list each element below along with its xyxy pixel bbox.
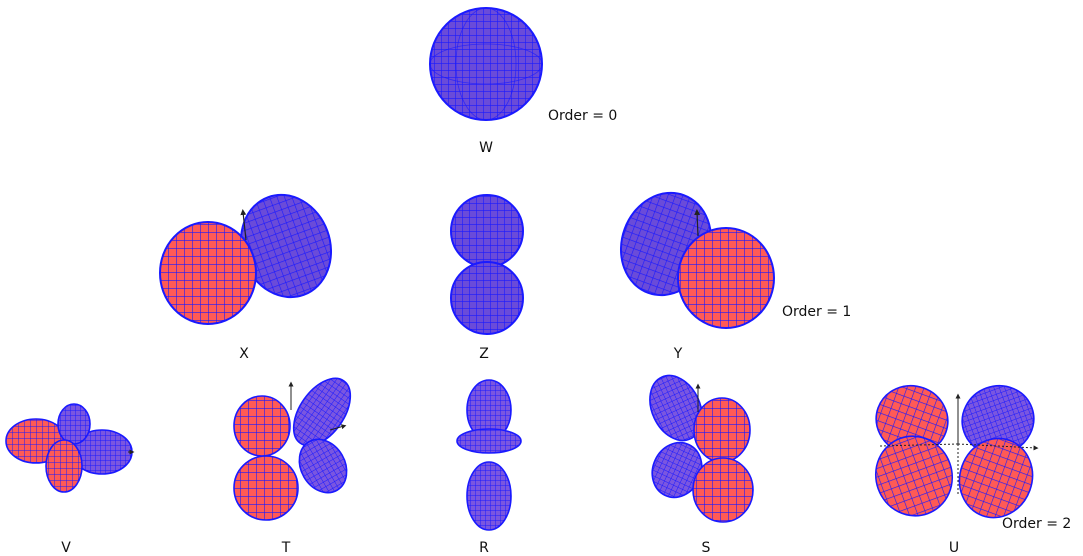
y-lobe-front xyxy=(678,228,774,328)
harmonic-v xyxy=(6,404,132,492)
w-sphere xyxy=(430,8,542,120)
z-lobe-bottom xyxy=(451,262,523,334)
harmonic-x xyxy=(160,182,345,324)
x-lobe-front xyxy=(160,222,256,324)
order-2-label: Order = 2 xyxy=(1002,516,1071,532)
harmonic-z xyxy=(451,195,523,334)
w-label: W xyxy=(479,140,493,156)
harmonic-w xyxy=(430,8,542,120)
order-0-label: Order = 0 xyxy=(548,108,617,124)
x-label: X xyxy=(239,346,249,362)
u-lobe-bottom-right xyxy=(948,428,1043,528)
harmonic-t xyxy=(234,368,362,520)
r-label: R xyxy=(479,540,489,556)
v-label: V xyxy=(61,540,71,556)
t-label: T xyxy=(281,540,291,556)
order-1-label: Order = 1 xyxy=(782,304,851,320)
s-lobe-bottom-right xyxy=(693,458,753,522)
y-label: Y xyxy=(673,346,683,362)
r-ring xyxy=(457,429,521,453)
t-lobe-bottom-left xyxy=(234,456,298,520)
v-lobe-top xyxy=(58,404,90,444)
harmonic-y xyxy=(607,180,774,328)
r-lobe-bottom xyxy=(467,462,511,530)
z-label: Z xyxy=(479,346,489,362)
u-label: U xyxy=(949,540,959,556)
harmonic-u xyxy=(865,376,1044,528)
harmonic-s xyxy=(640,367,753,522)
u-lobe-bottom-left xyxy=(865,425,964,526)
v-lobe-bottom xyxy=(46,440,82,492)
s-lobe-top-right xyxy=(694,398,750,462)
s-label: S xyxy=(702,540,711,556)
t-lobe-top-left xyxy=(234,396,290,456)
z-lobe-top xyxy=(451,195,523,267)
harmonic-r xyxy=(457,380,521,530)
